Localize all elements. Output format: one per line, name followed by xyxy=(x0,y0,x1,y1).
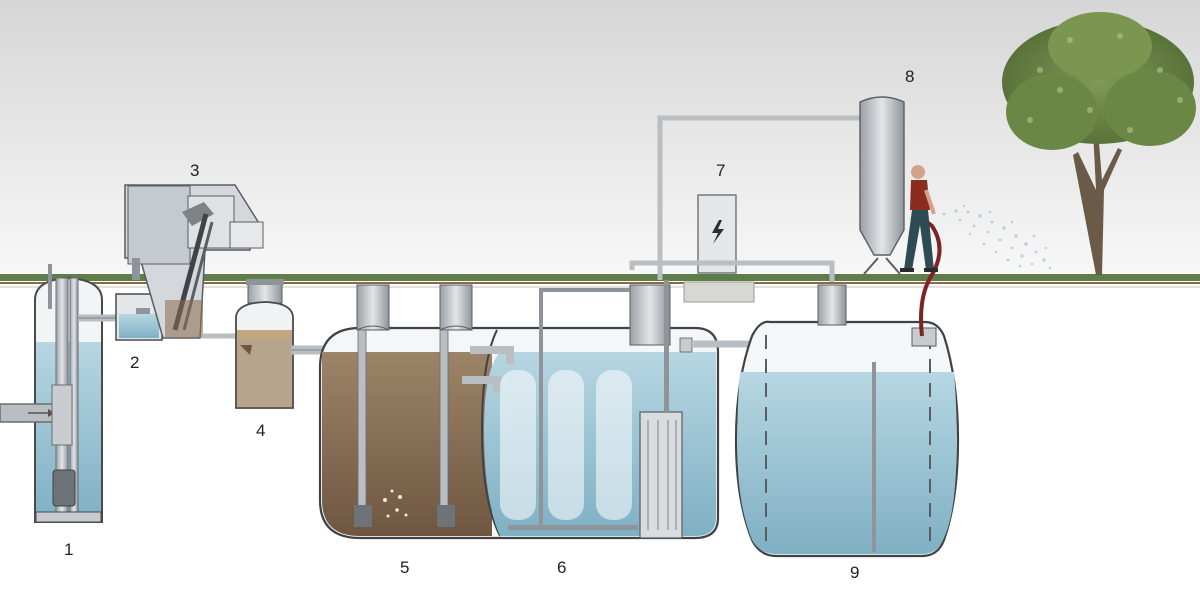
label-8: 8 xyxy=(905,67,914,86)
label-7: 7 xyxy=(716,161,725,180)
grass-strip xyxy=(0,274,1200,281)
distribution-box xyxy=(115,293,163,341)
grit-separator xyxy=(235,279,294,409)
label-6: 6 xyxy=(557,558,566,577)
water-spray xyxy=(942,204,1052,270)
label-4: 4 xyxy=(256,421,265,440)
label-5: 5 xyxy=(400,558,409,577)
treatment-tank xyxy=(318,280,720,540)
tree xyxy=(1002,12,1196,275)
lightning-bolt-icon xyxy=(712,220,724,244)
label-1: 1 xyxy=(64,540,73,559)
label-9: 9 xyxy=(850,563,859,582)
filter-tower xyxy=(859,96,905,275)
line-control-to-storage xyxy=(629,260,835,282)
man-figure xyxy=(900,165,938,272)
label-2: 2 xyxy=(130,353,139,372)
control-box xyxy=(683,194,755,303)
screen-unit xyxy=(124,184,264,339)
air-line-to-tower xyxy=(657,115,860,280)
aeration-bubbles xyxy=(500,370,632,520)
label-3: 3 xyxy=(190,161,199,180)
storage-tank xyxy=(734,284,960,558)
pump-well xyxy=(0,264,103,523)
